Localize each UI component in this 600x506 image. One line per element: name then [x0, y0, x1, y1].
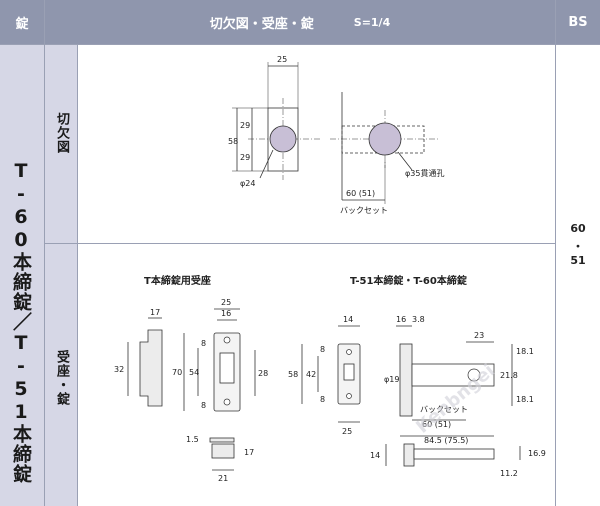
strike-dim-25: 25	[221, 298, 231, 307]
leader-line	[397, 151, 413, 171]
lock-dim-19: φ19	[384, 375, 399, 384]
strike-dim-54: 54	[189, 368, 199, 377]
lock-dim-11-2: 11.2	[500, 469, 518, 478]
lock-screw-bottom	[346, 393, 352, 399]
lock-backset-value: 60 (51)	[422, 420, 451, 429]
header-bs-label: BS	[568, 14, 588, 30]
lock-screw-top	[346, 349, 352, 355]
lock-bolt-bar	[413, 448, 495, 460]
cutout-half-top-dim: 29	[240, 121, 250, 130]
lock-dim-3-8: 3.8	[412, 315, 425, 324]
lock-dim-14b: 14	[370, 451, 380, 460]
lock-dim-18-1-top: 18.1	[516, 347, 534, 356]
strike-title: T本締錠用受座	[144, 274, 211, 287]
cutout-height-dim: 58	[228, 137, 238, 146]
cutout-hole-right-label: φ35貫通孔	[405, 168, 444, 178]
lock-bolt-side	[403, 443, 415, 467]
strike-dim-8-bottom: 8	[201, 401, 206, 410]
row-label-column	[45, 45, 77, 506]
lock-dim-25: 25	[342, 427, 352, 436]
strike-dim-21: 21	[218, 474, 228, 483]
divider	[0, 44, 600, 45]
lock-backset-label: バックセット	[420, 405, 468, 414]
lock-spindle-hole	[467, 368, 481, 382]
strike-box-bottom	[211, 443, 235, 459]
lock-dim-8-top: 8	[320, 345, 325, 354]
cutout-backset-label: バックセット	[340, 206, 388, 215]
bs-value-alt: 51	[570, 254, 586, 267]
lock-dim-18-1-bottom: 18.1	[516, 395, 534, 404]
header-lock-label: 錠	[15, 16, 29, 32]
lock-bolt-face	[343, 363, 355, 381]
strike-dim-70: 70	[172, 368, 182, 377]
strike-dim-28: 28	[258, 369, 268, 378]
lock-dim-58: 58	[288, 370, 298, 379]
divider	[555, 0, 556, 506]
lock-dim-14: 14	[343, 315, 353, 324]
strike-dim-17b: 17	[244, 448, 254, 457]
cutout-backset-value: 60 (51)	[346, 189, 375, 198]
strike-opening	[219, 352, 235, 384]
bs-value-main: 60	[570, 222, 586, 235]
strike-screw-bottom	[223, 398, 231, 406]
row-label-cutout: 切欠図	[54, 112, 69, 154]
cutout-half-bottom-dim: 29	[240, 153, 250, 162]
strike-box-side	[209, 437, 235, 443]
bs-value-separator: ・	[572, 240, 584, 253]
lock-dim-16-9: 16.9	[528, 449, 546, 458]
lock-dim-8-bottom: 8	[320, 395, 325, 404]
header-lock-column: 錠	[0, 0, 44, 44]
lock-dim-23: 23	[474, 331, 484, 340]
leader-line	[259, 149, 274, 179]
lock-name: T-60本締錠／T-51本締錠	[10, 160, 32, 484]
strike-dim-1-5: 1.5	[186, 435, 199, 444]
row-label-strike-lock: 受座・錠	[54, 350, 69, 406]
lock-overall-dim: 84.5 (75.5)	[424, 436, 468, 445]
lock-dim-21-8: 21.8	[500, 371, 518, 380]
strike-dim-32: 32	[114, 365, 124, 374]
cutout-hole-front	[269, 125, 297, 153]
strike-dim-16: 16	[221, 309, 231, 318]
strike-dim-8-top: 8	[201, 339, 206, 348]
strike-screw-top	[223, 336, 231, 344]
cutout-width-dim: 25	[277, 55, 287, 64]
divider	[44, 0, 45, 506]
lock-case-side	[399, 343, 413, 417]
lock-dim-16: 16	[396, 315, 406, 324]
header-drawings-label: 切欠図・受座・錠	[209, 16, 314, 32]
header-scale-label: S=1/4	[353, 15, 391, 29]
divider	[45, 243, 555, 244]
strike-side-profile	[139, 329, 163, 407]
lock-dim-42: 42	[306, 370, 316, 379]
lock-title: T-51本締錠・T-60本締錠	[350, 274, 467, 287]
cutout-hole-left-label: φ24	[240, 179, 255, 188]
header-bs-column: BS	[556, 0, 600, 44]
header-drawings-column: 切欠図・受座・錠 S=1/4	[45, 0, 555, 44]
lock-name-cell	[0, 45, 44, 506]
divider	[77, 45, 78, 506]
cutout-hole-side	[368, 122, 402, 156]
strike-dim-17: 17	[150, 308, 160, 317]
